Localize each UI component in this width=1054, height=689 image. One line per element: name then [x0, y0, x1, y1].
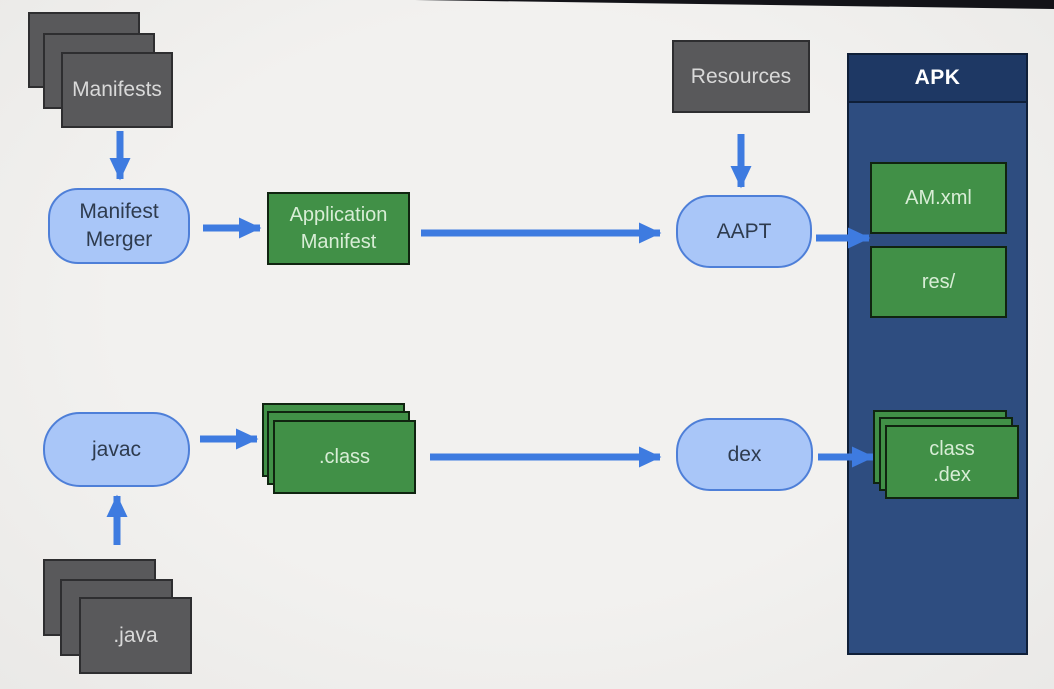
dex-node: dex: [676, 418, 813, 491]
class-dex-stack-card-front: class .dex: [885, 425, 1019, 499]
manifest-merger-node: Manifest Merger: [48, 188, 190, 264]
am-xml-node: AM.xml: [870, 162, 1007, 234]
application-manifest-node: Application Manifest: [267, 192, 410, 265]
res-dir-node: res/: [870, 246, 1007, 318]
class-files-stack: .class: [262, 403, 417, 495]
resources-node: Resources: [672, 40, 810, 113]
javac-label: javac: [91, 437, 142, 461]
class-dex-label: class .dex: [929, 437, 975, 486]
application-manifest-label: Application Manifest: [289, 204, 388, 253]
apk-panel-header: APK: [849, 55, 1026, 103]
apk-title: APK: [914, 66, 961, 89]
am-xml-label: AM.xml: [905, 186, 972, 209]
class-dex-stack: class .dex: [873, 410, 1020, 500]
java-files-label: .java: [113, 623, 158, 647]
manifests-stack-card-front: Manifests: [61, 52, 173, 128]
top-screen-edge-bar: [415, 0, 1054, 9]
dex-label: dex: [727, 442, 762, 466]
res-dir-label: res/: [921, 270, 956, 293]
apk-panel: APK: [847, 53, 1028, 655]
manifests-stack: Manifests: [28, 12, 173, 128]
aapt-node: AAPT: [676, 195, 812, 268]
resources-label: Resources: [690, 64, 792, 88]
class-files-label: .class: [318, 445, 371, 468]
java-files-stack-card-front: .java: [79, 597, 192, 674]
class-files-stack-card-front: .class: [273, 420, 416, 494]
manifests-label: Manifests: [72, 78, 162, 102]
javac-node: javac: [43, 412, 190, 487]
aapt-label: AAPT: [716, 219, 772, 243]
manifest-merger-label: Manifest Merger: [79, 200, 159, 251]
java-files-stack: .java: [43, 559, 193, 675]
